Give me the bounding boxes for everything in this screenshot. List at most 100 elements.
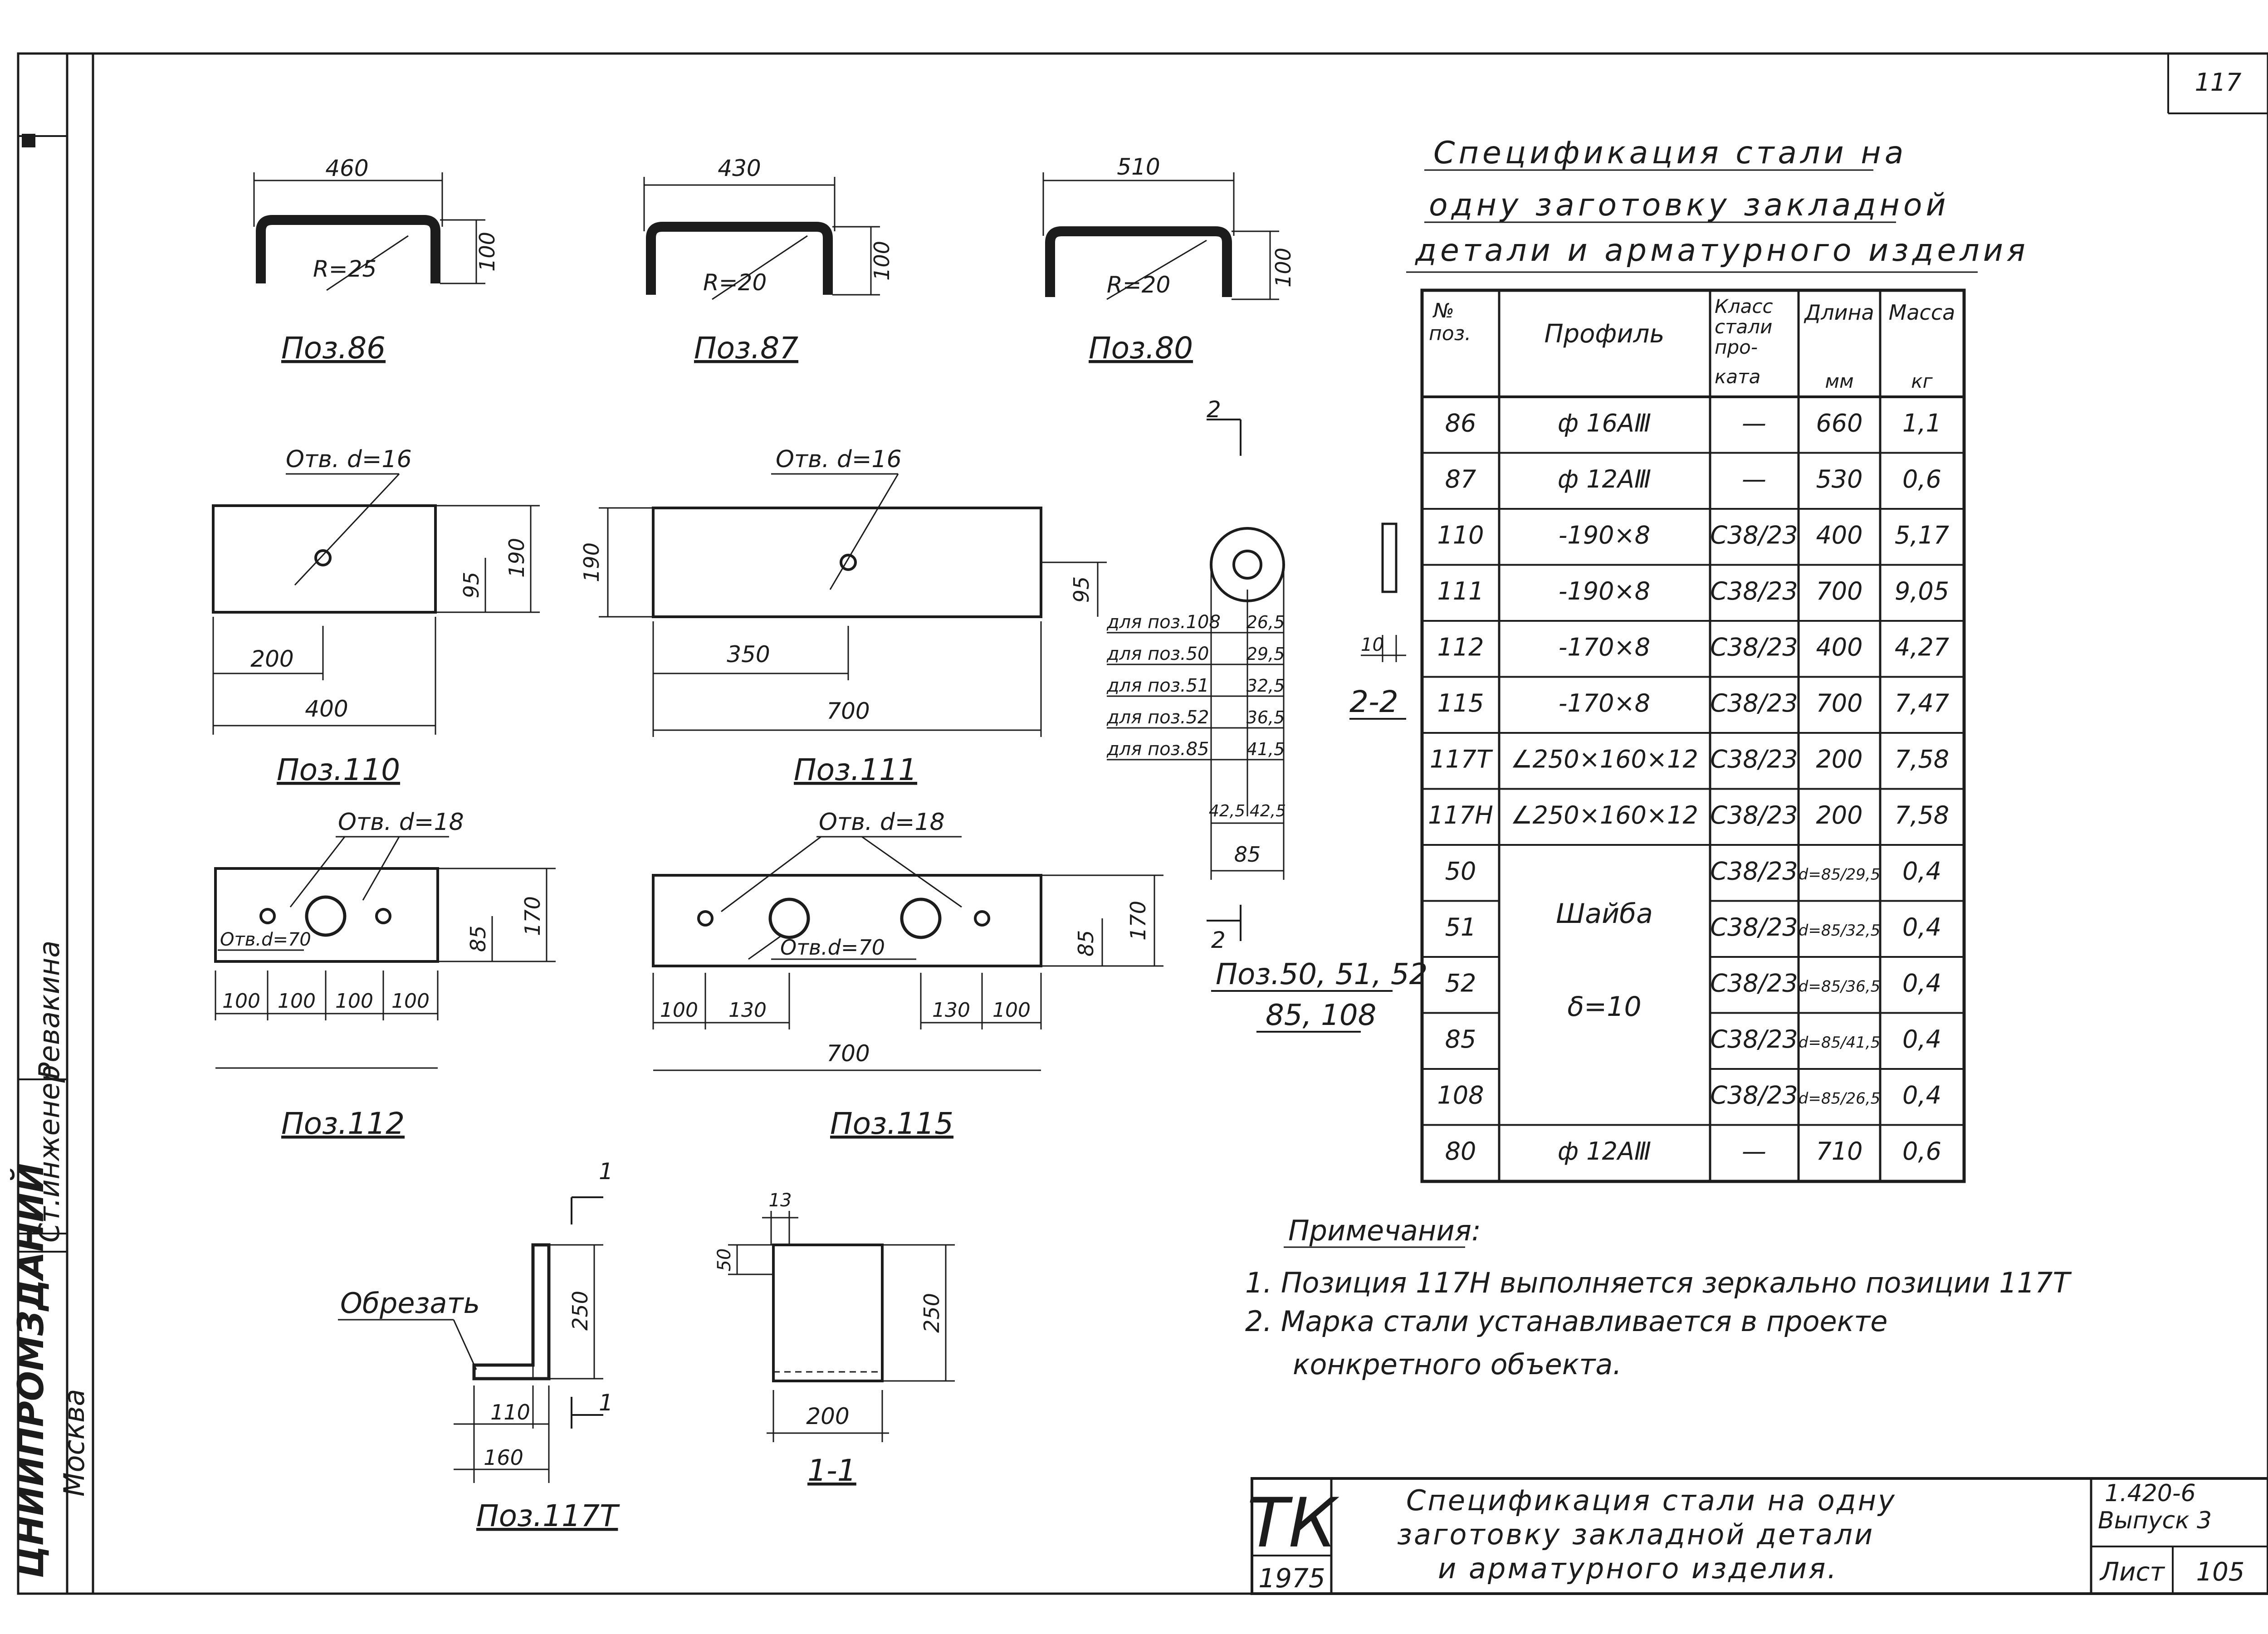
radius-20-b: R=20 (1107, 272, 1170, 298)
table-cell-length: d=85/41,5 (1799, 1034, 1881, 1052)
table-cell-mass: 0,6 (1902, 465, 1941, 493)
th-mass: Масса (1889, 300, 1955, 325)
th-profile: Профиль (1545, 319, 1665, 349)
tb-title-3: и арматурного изделия. (1438, 1552, 1838, 1585)
section-mark-2-bottom: 2 (1211, 927, 1226, 953)
dim-160: 160 (484, 1445, 523, 1470)
table-cell-mass: 7,47 (1895, 689, 1949, 717)
label-pos112: Поз.112 (281, 1106, 405, 1141)
dim-425-b: 42,5 (1250, 802, 1286, 820)
th-length: Длина (1804, 300, 1874, 325)
table-cell-pos: 108 (1437, 1081, 1484, 1110)
tb-year: 1975 (1258, 1563, 1325, 1594)
dim-100-b: 100 (870, 241, 894, 281)
table-cell-steel: С38/23 (1710, 633, 1798, 662)
stamp-city: Москва (58, 1389, 91, 1497)
label-washer-pos-a: Поз.50, 51, 52 (1216, 958, 1427, 991)
table-cell-profile: -190×8 (1559, 577, 1650, 605)
th-steel-1: Класс (1715, 295, 1773, 317)
section-mark-1-top: 1 (599, 1158, 613, 1185)
table-cell-pos: 110 (1437, 521, 1484, 550)
spec-title: Спецификация стали на одну заготовку зак… (1406, 135, 2025, 273)
table-cell-pos: 87 (1445, 465, 1476, 493)
dim-85-b: 85 (1074, 930, 1098, 957)
dim-510: 510 (1117, 154, 1160, 180)
sheet-frame: 117 (17, 52, 2268, 1595)
washer-265: 26,5 (1246, 612, 1285, 632)
dim-115-130-2: 130 (932, 999, 970, 1022)
th-steel-2: стали (1715, 316, 1772, 338)
table-cell-mass: 7,58 (1895, 801, 1949, 829)
table-cell-mass: 5,17 (1895, 521, 1949, 550)
table-cell-steel: — (1742, 409, 1766, 438)
table-cell-pos: 52 (1445, 969, 1476, 998)
dim-460: 460 (325, 155, 368, 181)
table-cell-steel: С38/23 (1710, 745, 1798, 774)
dim-100-c: 100 (1271, 248, 1295, 288)
table-cell-pos: 112 (1437, 633, 1484, 662)
table-cell-length: 400 (1816, 633, 1862, 662)
dim-100-a: 100 (475, 232, 499, 272)
label-pos111: Поз.111 (794, 752, 917, 787)
for-pos108: для поз.108 (1106, 612, 1221, 633)
label-pos80: Поз.80 (1089, 331, 1193, 366)
label-section-2-2: 2-2 (1349, 684, 1398, 719)
label-section-1-1: 1-1 (807, 1453, 856, 1488)
table-cell-steel: С38/23 (1710, 1025, 1798, 1054)
table-cell-pos: 85 (1445, 1025, 1476, 1054)
dim-190-b: 190 (579, 542, 604, 582)
label-pos117: Поз.117Т (476, 1498, 620, 1533)
dim-10: 10 (1361, 634, 1384, 655)
plate-pos115: Отв. d=18 Отв.d=70 100 130 130 100 700 8… (652, 809, 1163, 1141)
table-cell-mass: 1,1 (1902, 409, 1941, 438)
section-1-1: 13 50 250 200 1-1 (714, 1190, 955, 1488)
dim-115-100-1: 100 (660, 999, 698, 1022)
dim-115-130-1: 130 (728, 999, 767, 1022)
th-steel-4: ката (1715, 366, 1760, 388)
table-cell-steel: С38/23 (1710, 969, 1798, 998)
hole-label-110: Отв. d=16 (286, 446, 412, 473)
note-2: 2. Марка стали устанавливается в проекте (1245, 1305, 1887, 1338)
dim-700-a: 700 (826, 698, 870, 724)
dim-85-washer: 85 (1234, 842, 1261, 867)
table-cell-length: 200 (1816, 801, 1862, 829)
table-cell-profile: ф 16АⅢ (1558, 409, 1651, 438)
plate-pos111: Отв. d=16 350 700 190 95 Поз.111 (579, 446, 1107, 787)
hole-label-111: Отв. d=16 (776, 446, 902, 473)
dim-13: 13 (769, 1190, 792, 1211)
notes-heading: Примечания: (1288, 1214, 1481, 1247)
table-cell-mass: 0,4 (1902, 1025, 1941, 1054)
table-cell-length: 700 (1816, 577, 1862, 605)
table-cell-mass: 7,58 (1895, 745, 1949, 774)
washer-thickness: δ=10 (1567, 991, 1641, 1023)
table-cell-profile: -170×8 (1559, 689, 1650, 717)
table-cell-mass: 9,05 (1895, 577, 1949, 605)
table-cell-pos: 111 (1437, 577, 1484, 605)
washer-295: 29,5 (1246, 644, 1285, 664)
spec-title-line1: Спецификация стали на (1433, 135, 1907, 171)
th-pos-2: поз. (1429, 322, 1471, 345)
hole70-label-115: Отв.d=70 (780, 935, 885, 960)
washer-detail: 2 для поз.108 для поз.50 для поз.51 для … (1106, 396, 1427, 1033)
washer-365: 36,5 (1246, 707, 1285, 727)
title-block: ТК 1975 Спецификация стали на одну загот… (1247, 1477, 2268, 1595)
table-cell-length: d=85/36,5 (1799, 978, 1881, 996)
dim-112-100-2: 100 (278, 990, 316, 1013)
label-pos86: Поз.86 (281, 331, 386, 366)
table-cell-pos: 80 (1445, 1137, 1476, 1166)
stamp-role: Ст.инженер (33, 1065, 66, 1243)
section-mark-1-bottom: 1 (599, 1390, 613, 1416)
bar-pos80: 510 100 R=20 Поз.80 (1042, 154, 1295, 366)
dim-250-a: 250 (568, 1291, 592, 1331)
dim-95-b: 95 (1069, 576, 1094, 603)
table-cell-pos: 50 (1445, 857, 1476, 886)
for-pos51: для поз.51 (1106, 675, 1209, 696)
angle-pos117: 1 1 250 Обрезать 110 160 Поз.117Т (338, 1158, 620, 1533)
note-3: конкретного объекта. (1293, 1348, 1622, 1381)
table-cell-pos: 51 (1445, 913, 1476, 941)
radius-25: R=25 (313, 256, 376, 282)
section-mark-2-top: 2 (1207, 396, 1221, 423)
